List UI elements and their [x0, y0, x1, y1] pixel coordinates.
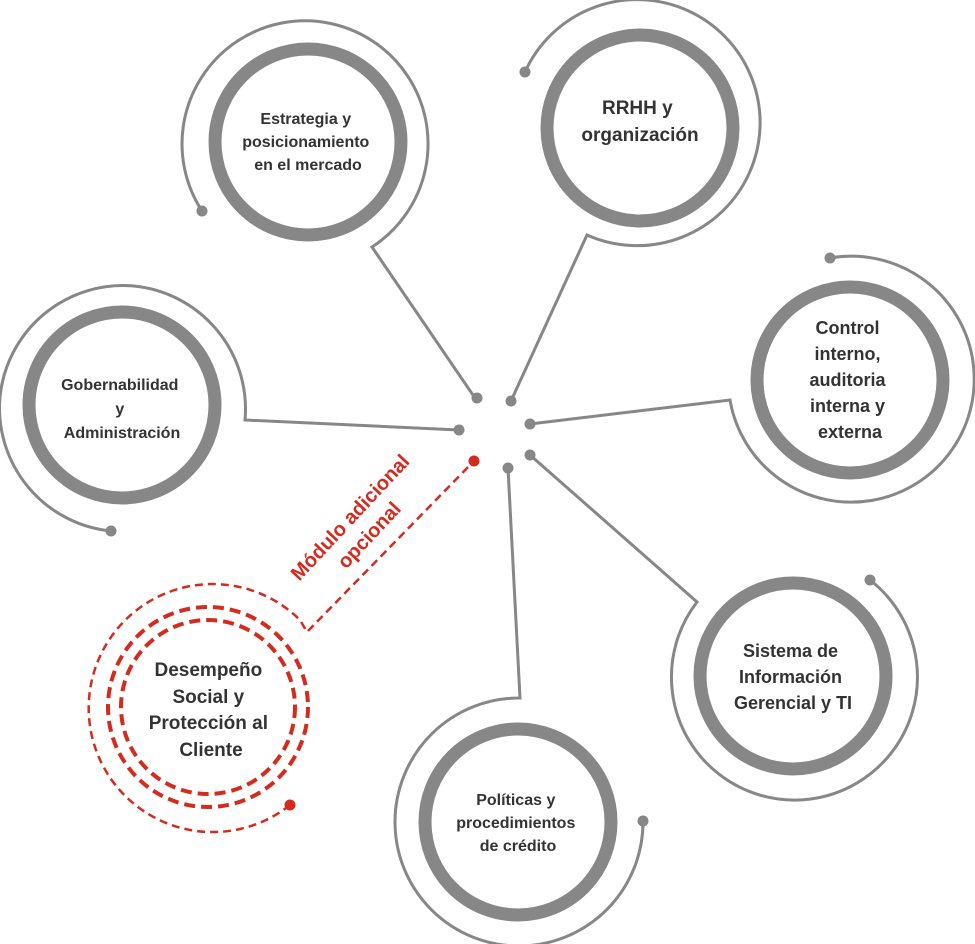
module-ring — [418, 722, 618, 922]
module-rrhh: RRHH y organización — [505, 0, 762, 407]
module-label: Estrategia y posicionamiento en el merca… — [242, 111, 374, 174]
module-sistema: Sistema de Información Gerencial y TI — [524, 449, 919, 802]
connector-dot — [453, 424, 465, 436]
connector-sistema — [529, 453, 919, 802]
module-control: Control interno, auditoria interna y ext… — [524, 252, 975, 504]
module-estrategia: Estrategia y posicionamiento en el merca… — [180, 19, 483, 404]
module-label: Desempeño Social y Protección al Cliente — [149, 660, 274, 761]
connector-dot — [637, 815, 649, 827]
module-label: Políticas y procedimientos de crédito — [456, 792, 580, 855]
module-desempeno: Desempeño Social y Protección al Cliente… — [87, 451, 480, 834]
connector-dot — [824, 252, 836, 264]
module-politicas: Políticas y procedimientos de crédito — [393, 462, 649, 944]
connector-dot — [468, 455, 480, 467]
connector-dot — [864, 574, 876, 586]
module-ring-outer — [106, 605, 310, 809]
connector-dot — [284, 799, 296, 811]
connector-dot — [471, 392, 483, 404]
connector-dot — [524, 449, 536, 461]
connector-rrhh — [509, 0, 762, 402]
module-label: Control interno, auditoria interna y ext… — [809, 318, 890, 442]
module-ring — [22, 305, 222, 505]
connector-dot — [519, 66, 531, 78]
module-ring-inner — [119, 618, 297, 796]
module-ring — [208, 42, 408, 242]
module-ring — [540, 28, 740, 228]
connector-gobernabilidad — [0, 284, 460, 533]
module-ring — [693, 576, 893, 776]
connector-dot — [105, 525, 117, 537]
module-label: Sistema de Información Gerencial y TI — [734, 641, 852, 713]
module-gobernabilidad: Gobernabilidad y Administración — [0, 284, 465, 537]
connector-dot — [196, 205, 208, 217]
module-ring — [750, 280, 950, 480]
connector-control — [529, 254, 975, 504]
connector-estrategia — [180, 19, 477, 399]
module-label: RRHH y organización — [581, 98, 698, 146]
connector-dot — [524, 418, 536, 430]
connector-dot — [502, 462, 514, 474]
connector-politicas — [393, 467, 645, 944]
module-label: Gobernabilidad y Administración — [61, 377, 183, 442]
connector-desempeno — [87, 460, 475, 834]
connector-dot — [505, 395, 517, 407]
